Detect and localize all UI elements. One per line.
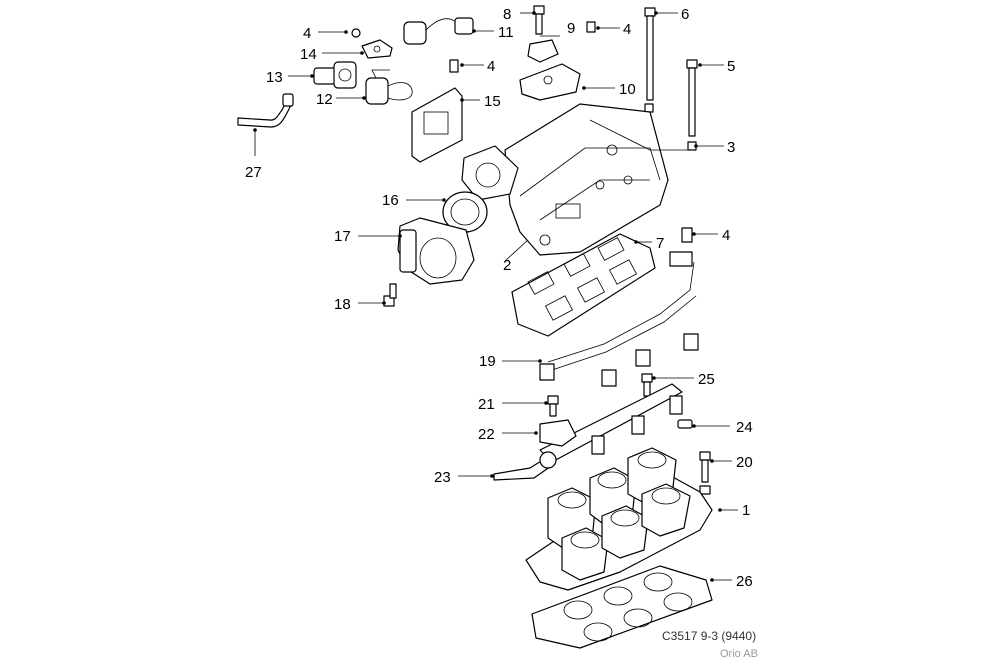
part-5-bolt — [686, 59, 698, 151]
callout-27: 27 — [245, 164, 262, 181]
part-1-lower-manifold — [525, 447, 713, 591]
callout-23: 23 — [434, 469, 451, 486]
part-8-bolt — [533, 5, 545, 35]
part-12-solenoid — [365, 69, 413, 105]
callout-25: 25 — [698, 371, 715, 388]
part-13-valve — [313, 61, 357, 89]
callout-26: 26 — [736, 573, 753, 590]
callout-21: 21 — [478, 396, 495, 413]
callout-4a: 4 — [303, 25, 311, 42]
part-23-hose — [493, 451, 557, 481]
callout-20: 20 — [736, 454, 753, 471]
callout-10: 10 — [619, 81, 636, 98]
callout-22: 22 — [478, 426, 495, 443]
callout-3: 3 — [727, 139, 735, 156]
diagram-caption: C3517 9-3 (9440) — [662, 629, 756, 643]
part-25-bolt — [641, 373, 653, 397]
part-22-regulator — [539, 419, 577, 447]
part-26-gasket — [531, 565, 713, 649]
part-6-bolt — [644, 7, 656, 113]
callout-labels: 1 2 3 4 4 4 4 5 6 7 8 9 10 11 12 13 14 1… — [245, 6, 753, 590]
part-2-upper-manifold — [504, 103, 692, 256]
callout-2: 2 — [503, 257, 511, 274]
part-17-throttle-body — [397, 217, 475, 285]
callout-6: 6 — [681, 6, 689, 23]
diagram-credit: Orio AB — [720, 648, 758, 660]
callout-7: 7 — [656, 235, 664, 252]
callout-13: 13 — [266, 69, 283, 86]
part-15-plate — [411, 87, 463, 163]
part-11-sensor — [403, 17, 474, 45]
part-9-bracket — [527, 39, 559, 63]
part-10-bracket — [519, 63, 581, 101]
callout-17: 17 — [334, 228, 351, 245]
callout-15: 15 — [484, 93, 501, 110]
callout-18: 18 — [334, 296, 351, 313]
callout-19: 19 — [479, 353, 496, 370]
fastener-4-set — [351, 21, 693, 243]
part-7-gasket — [511, 233, 656, 337]
part-19-harness — [539, 251, 699, 387]
part-20-bolt — [699, 451, 711, 495]
part-18-bolt — [383, 283, 397, 307]
part-21-bolt — [547, 395, 559, 417]
callout-14: 14 — [300, 46, 317, 63]
callout-leaders — [253, 11, 738, 582]
callout-12: 12 — [316, 91, 333, 108]
callout-11: 11 — [498, 24, 514, 41]
callout-24: 24 — [736, 419, 753, 436]
callout-4c: 4 — [487, 58, 495, 75]
callout-4d: 4 — [722, 227, 730, 244]
callout-4b: 4 — [623, 21, 631, 38]
part-24-clip — [677, 419, 693, 429]
manifold-throttle-flange — [461, 145, 519, 201]
part-14-bracket — [361, 39, 393, 59]
callout-9: 9 — [567, 20, 575, 37]
callout-1: 1 — [742, 502, 750, 519]
callout-8: 8 — [503, 6, 511, 23]
callout-5: 5 — [727, 58, 735, 75]
callout-16: 16 — [382, 192, 399, 209]
part-27-hose — [237, 93, 294, 128]
